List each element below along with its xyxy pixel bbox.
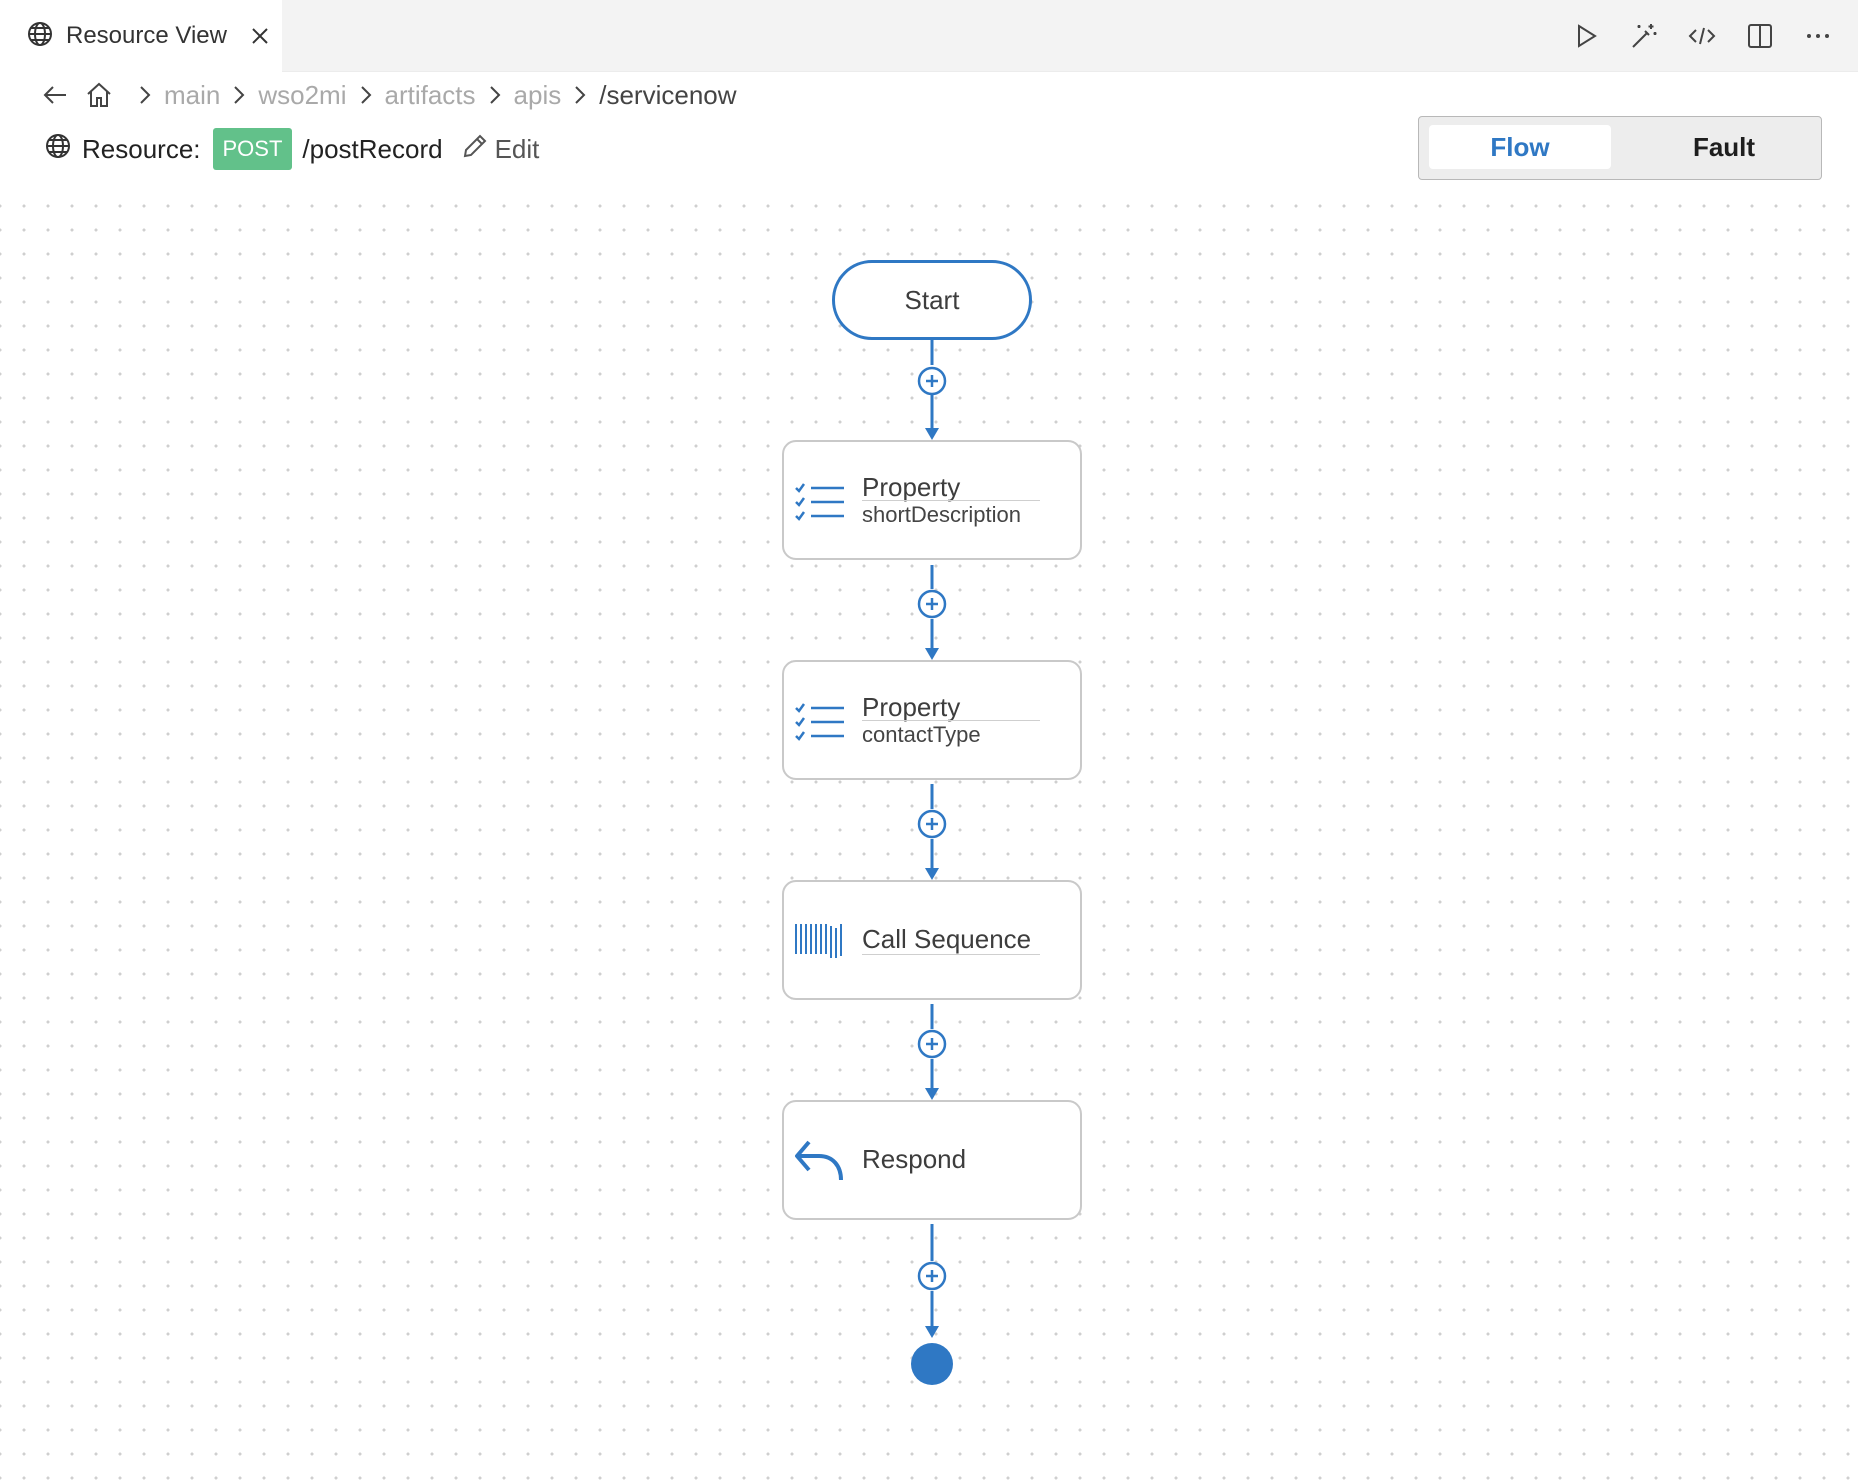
tab-bar: Resource View [0,0,1858,72]
start-node[interactable]: Start [832,260,1032,340]
run-icon[interactable] [1568,18,1604,54]
reply-arrow-icon [792,1132,848,1188]
arrow-head [925,868,939,880]
barcode-sequence-icon [792,912,848,968]
tab-resource-view[interactable]: Resource View [0,0,282,72]
tab-title: Resource View [66,22,227,49]
node-title: Respond [862,1144,967,1174]
tab-fault[interactable]: Fault [1692,131,1756,162]
editor-toolbar [1568,18,1836,54]
chevron-right-icon [226,82,252,108]
end-node [911,1343,953,1385]
chevron-right-icon [353,82,379,108]
resource-label: Resource: [82,133,201,164]
node-subtitle: shortDescription [862,502,1021,527]
arrow-head [925,1326,939,1338]
method-badge: POST [212,128,293,170]
split-editor-icon[interactable] [1742,18,1778,54]
arrow-head [925,648,939,660]
resource-header: Resource: POST /postRecord Edit [44,126,539,172]
node-divider [862,954,1040,955]
code-icon[interactable] [1684,18,1720,54]
node-divider [862,720,1040,721]
node-title: Property [862,472,961,502]
chevron-right-icon [132,82,158,108]
node-subtitle: contactType [862,722,981,747]
node-divider [862,500,1040,501]
globe-icon [44,132,72,167]
close-icon[interactable] [247,23,273,49]
property-node[interactable]: Property contactType [782,660,1082,780]
more-icon[interactable] [1800,18,1836,54]
add-mediator-button[interactable] [917,589,947,619]
arrow-head [925,428,939,440]
back-arrow-icon[interactable] [38,78,72,112]
resource-path: /postRecord [302,133,443,164]
home-icon[interactable] [82,78,116,112]
add-mediator-button[interactable] [917,366,947,396]
view-toggle: Flow Fault [1418,116,1822,180]
breadcrumb: main wso2mi artifacts apis /servicenow [38,76,737,114]
arrow-head [925,1088,939,1100]
property-node[interactable]: Property shortDescription [782,440,1082,560]
pencil-icon [461,132,489,167]
property-list-icon [792,474,848,530]
tab-flow[interactable]: Flow [1429,125,1611,169]
breadcrumb-item-servicenow[interactable]: /servicenow [599,79,737,110]
node-title: Property [862,692,961,722]
edit-label: Edit [494,133,540,164]
breadcrumb-item-apis[interactable]: apis [513,79,562,110]
chevron-right-icon [567,82,593,108]
respond-node[interactable]: Respond [782,1100,1082,1220]
property-list-icon [792,694,848,750]
call-sequence-node[interactable]: Call Sequence [782,880,1082,1000]
magic-wand-icon[interactable] [1626,18,1662,54]
add-mediator-button[interactable] [917,1261,947,1291]
globe-icon [26,20,54,53]
breadcrumb-item-wso2mi[interactable]: wso2mi [258,79,347,110]
edit-button[interactable]: Edit [461,132,540,167]
chevron-right-icon [482,82,508,108]
add-mediator-button[interactable] [917,1029,947,1059]
node-title: Call Sequence [862,924,1032,954]
add-mediator-button[interactable] [917,809,947,839]
breadcrumb-item-main[interactable]: main [164,79,221,110]
breadcrumb-item-artifacts[interactable]: artifacts [384,79,476,110]
